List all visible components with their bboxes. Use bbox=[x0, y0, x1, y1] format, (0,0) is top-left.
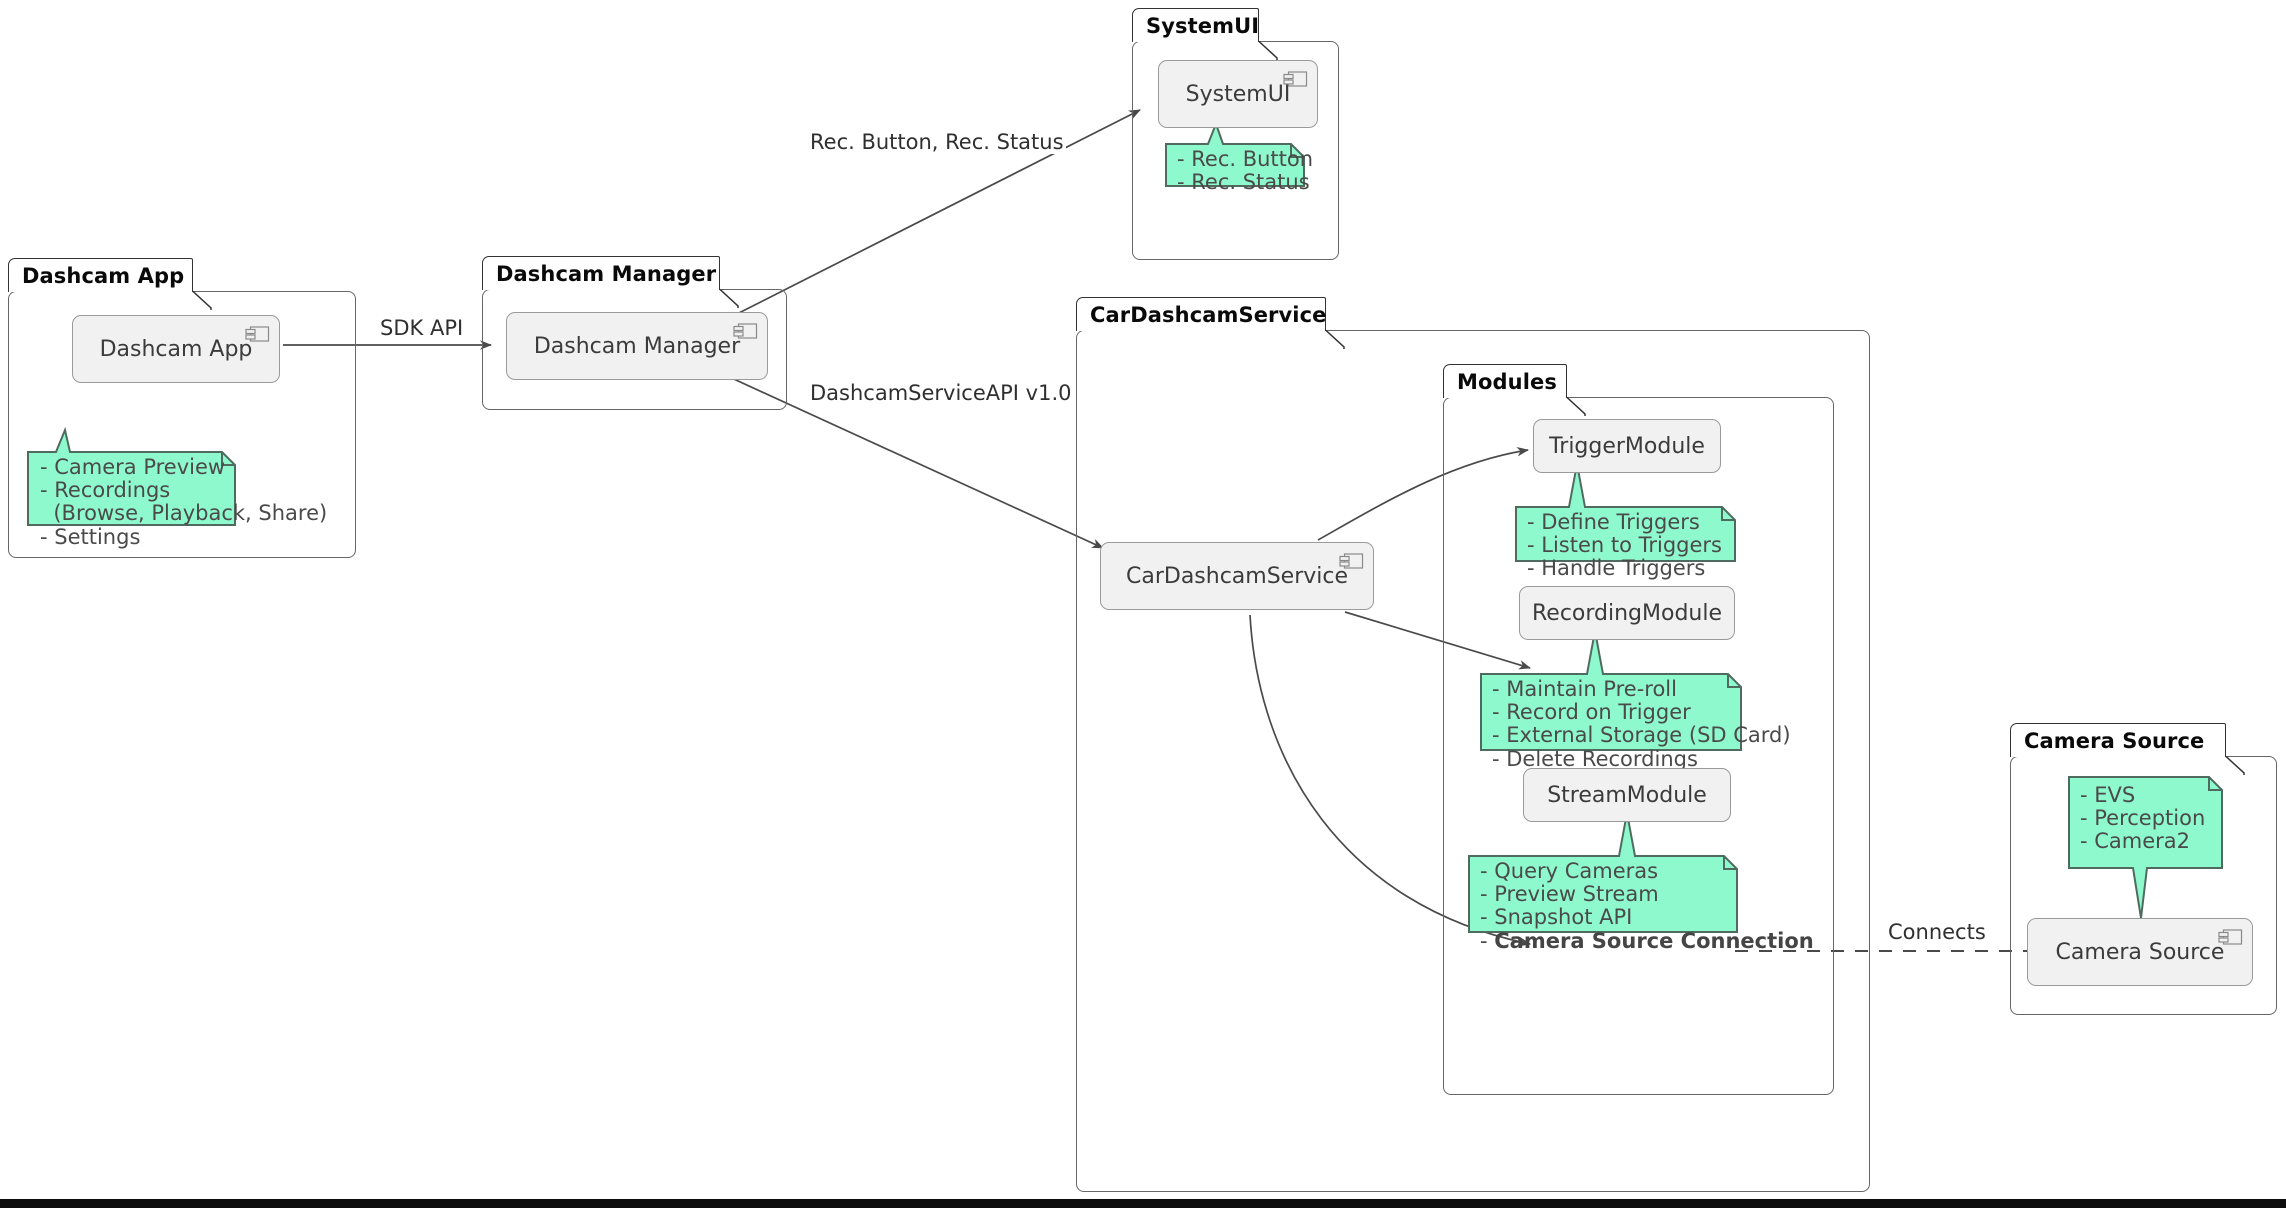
edge-label-connects: Connects bbox=[1886, 920, 1988, 944]
note-recording-module: - Maintain Pre-roll - Record on Trigger … bbox=[1475, 630, 1791, 770]
package-tab-systemui: SystemUI bbox=[1132, 8, 1259, 42]
note-systemui: - Rec. Button - Rec. Status bbox=[1160, 121, 1313, 194]
component-dashcam-manager[interactable]: Dashcam Manager bbox=[506, 312, 768, 380]
package-label-dashcam-manager: Dashcam Manager bbox=[496, 261, 717, 286]
package-cardashcamservice: CarDashcamService CarDashcamService Modu… bbox=[1076, 297, 1870, 1192]
package-dashcam-app: Dashcam App Dashcam App - Camera Preview… bbox=[8, 258, 356, 558]
package-label-systemui: SystemUI bbox=[1146, 13, 1260, 38]
component-icon bbox=[2218, 929, 2243, 945]
package-modules: Modules TriggerModule - Define Triggers … bbox=[1443, 364, 1834, 1095]
package-tab-modules: Modules bbox=[1443, 364, 1567, 398]
module-label-stream: StreamModule bbox=[1547, 782, 1707, 808]
edge-label-dashcamserviceapi: DashcamServiceAPI v1.0 bbox=[808, 381, 1074, 405]
component-systemui[interactable]: SystemUI bbox=[1158, 60, 1318, 128]
component-dashcam-app[interactable]: Dashcam App bbox=[72, 315, 280, 383]
package-tab-slant bbox=[1325, 330, 1345, 349]
note-text-camera-source: - EVS - Perception - Camera2 bbox=[2080, 783, 2206, 854]
package-label-cardashcamservice: CarDashcamService bbox=[1090, 302, 1327, 327]
module-label-recording: RecordingModule bbox=[1531, 600, 1723, 626]
note-stream-module: - Query Cameras - Preview Stream - Snaps… bbox=[1463, 812, 1814, 952]
component-icon bbox=[245, 326, 270, 342]
package-tab-slant bbox=[2225, 756, 2245, 775]
package-label-modules: Modules bbox=[1457, 369, 1557, 394]
note-text-recording-module: - Maintain Pre-roll - Record on Trigger … bbox=[1492, 677, 1791, 771]
component-icon bbox=[1283, 71, 1308, 87]
note-text-trigger-module: - Define Triggers - Listen to Triggers -… bbox=[1527, 510, 1722, 581]
note-text-dashcam-app: - Camera Preview - Recordings (Browse, P… bbox=[40, 455, 328, 549]
package-tab-slant bbox=[192, 291, 212, 310]
note-text-systemui: - Rec. Button - Rec. Status bbox=[1177, 147, 1314, 195]
package-dashcam-manager: Dashcam Manager Dashcam Manager bbox=[482, 256, 787, 410]
package-label-camera-source: Camera Source bbox=[2024, 728, 2205, 753]
component-icon bbox=[1339, 553, 1364, 569]
package-tab-slant bbox=[1566, 397, 1586, 416]
package-tab-cardashcamservice: CarDashcamService bbox=[1076, 297, 1326, 331]
page-bottom-edge bbox=[0, 1199, 2286, 1208]
module-stream[interactable]: StreamModule bbox=[1523, 768, 1731, 822]
component-icon bbox=[733, 323, 758, 339]
edge-label-sdk-api: SDK API bbox=[378, 316, 466, 340]
component-camera-source[interactable]: Camera Source bbox=[2027, 918, 2253, 986]
module-recording[interactable]: RecordingModule bbox=[1519, 586, 1735, 640]
package-systemui: SystemUI SystemUI - Rec. Button - Rec. S… bbox=[1132, 8, 1339, 260]
note-trigger-module: - Define Triggers - Listen to Triggers -… bbox=[1510, 463, 1742, 580]
module-label-trigger: TriggerModule bbox=[1549, 433, 1705, 459]
note-text-stream-module: - Query Cameras - Preview Stream - Snaps… bbox=[1480, 859, 1814, 953]
component-label-camera-source: Camera Source bbox=[2055, 939, 2225, 965]
component-label-cardashcamservice: CarDashcamService bbox=[1125, 563, 1349, 589]
component-label-dashcam-app: Dashcam App bbox=[99, 336, 253, 362]
note-dashcam-app: - Camera Preview - Recordings (Browse, P… bbox=[22, 426, 327, 548]
package-tab-slant bbox=[719, 289, 739, 308]
package-tab-slant bbox=[1258, 41, 1278, 60]
edge-label-rec-button-status: Rec. Button, Rec. Status bbox=[808, 130, 1066, 154]
package-camera-source: Camera Source - EVS - Perception - Camer… bbox=[2010, 723, 2277, 1015]
component-label-systemui: SystemUI bbox=[1185, 81, 1291, 107]
component-cardashcamservice[interactable]: CarDashcamService bbox=[1100, 542, 1374, 610]
package-tab-camera-source: Camera Source bbox=[2010, 723, 2226, 757]
package-body-cardashcamservice bbox=[1076, 330, 1870, 1192]
package-tab-dashcam-app: Dashcam App bbox=[8, 258, 193, 292]
component-label-dashcam-manager: Dashcam Manager bbox=[533, 333, 741, 359]
module-trigger[interactable]: TriggerModule bbox=[1533, 419, 1721, 473]
package-label-dashcam-app: Dashcam App bbox=[22, 263, 185, 288]
package-tab-dashcam-manager: Dashcam Manager bbox=[482, 256, 720, 290]
note-camera-source: - EVS - Perception - Camera2 bbox=[2063, 771, 2227, 921]
